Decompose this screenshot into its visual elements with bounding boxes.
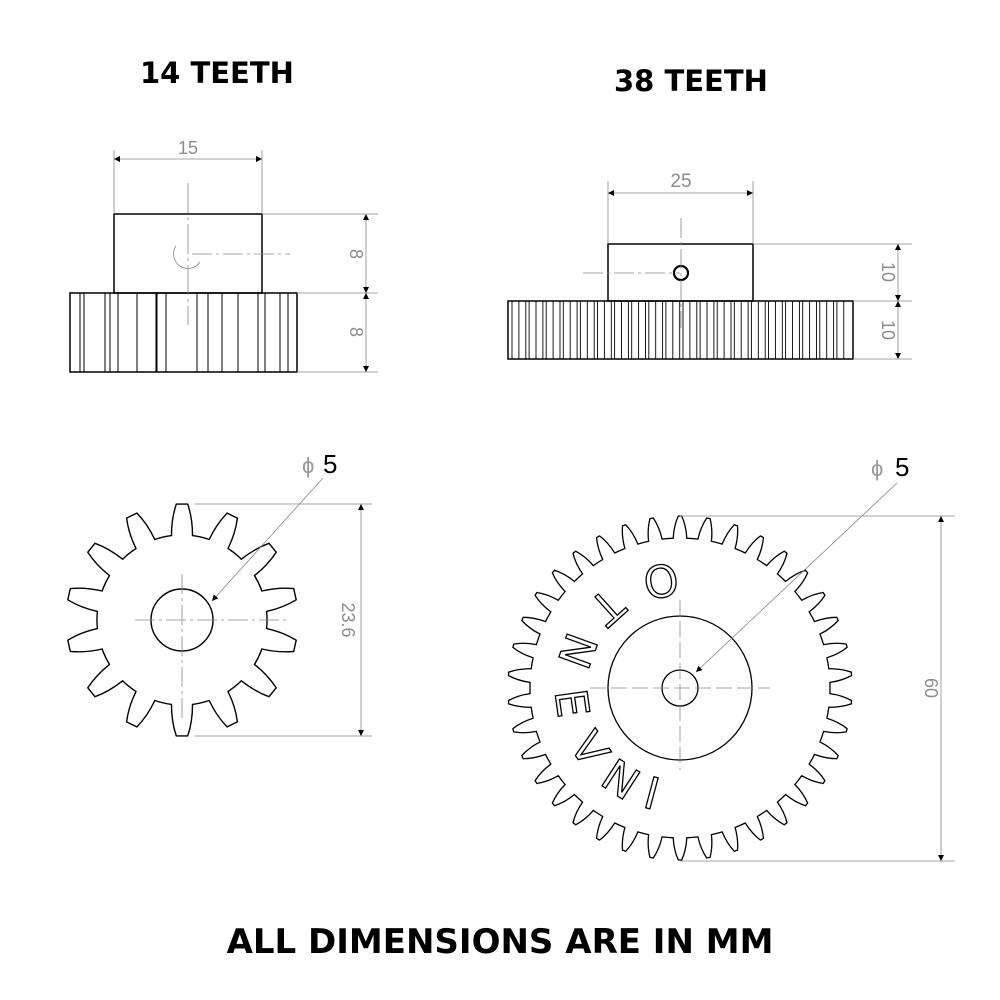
- gear-body-outline: [69, 292, 298, 373]
- outer-diameter-label: 23.6: [338, 602, 358, 637]
- dimension-lines: [113, 150, 378, 373]
- dimension-lines: [680, 482, 955, 862]
- center-lines: [590, 600, 770, 770]
- hub-width-label: 15: [178, 138, 198, 158]
- center-lines: [173, 183, 290, 325]
- tooth-lines: [511, 301, 845, 359]
- outer-diameter-label: 60: [921, 678, 941, 698]
- diameter-symbol: ϕ: [302, 453, 314, 478]
- engraving-letter: N: [547, 626, 606, 674]
- hub-height-label: 10: [878, 262, 898, 282]
- engraving-letter: E: [544, 686, 598, 721]
- tooth-lines: [79, 293, 289, 372]
- center-lines: [135, 574, 290, 722]
- gear-height-label: 8: [346, 327, 366, 337]
- dimension-lines: [607, 181, 912, 360]
- center-lines: [583, 218, 682, 328]
- gear-14-title: 14 TEETH: [140, 56, 294, 90]
- gear-14-side-view: 15 8 8: [69, 138, 378, 373]
- engraving-letter: T: [579, 578, 634, 635]
- hub-outline: [607, 243, 754, 302]
- gear-body-outline: [507, 300, 854, 360]
- gear-14-profile: [67, 503, 297, 737]
- diameter-symbol: ϕ: [871, 456, 883, 481]
- gear-height-label: 10: [878, 320, 898, 340]
- engraving-letter: O: [639, 552, 682, 608]
- hub-width-label: 25: [670, 171, 691, 192]
- dimension-lines: [195, 477, 372, 737]
- gear-38-profile: [507, 515, 853, 861]
- bore-diameter-label: 5: [895, 452, 909, 482]
- bore-diameter-label: 5: [323, 449, 337, 479]
- hub-height-label: 8: [346, 249, 366, 259]
- gear-38-side-view: 25 10 10: [507, 171, 912, 360]
- units-note: ALL DIMENSIONS ARE IN MM: [226, 922, 774, 962]
- gear-38-title: 38 TEETH: [614, 64, 768, 98]
- gear-14-front-view: ϕ 5 23.6: [67, 449, 372, 737]
